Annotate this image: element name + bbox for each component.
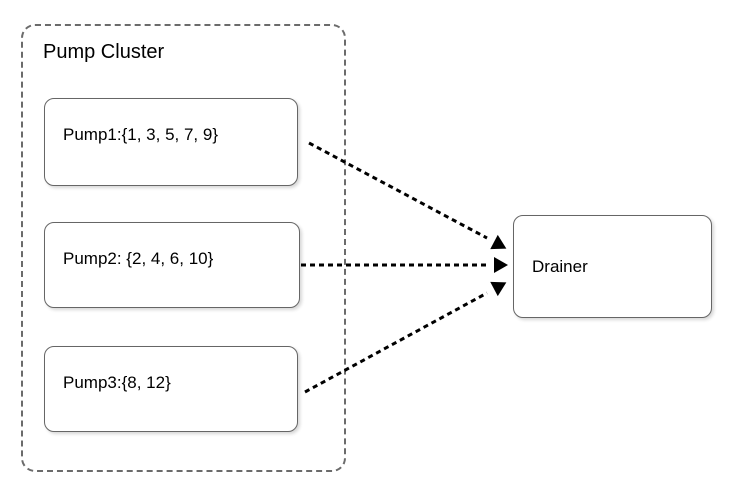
node-pump2[interactable]: Pump2: {2, 4, 6, 10} <box>44 222 300 308</box>
node-pump3[interactable]: Pump3:{8, 12} <box>44 346 298 432</box>
pump-cluster-title: Pump Cluster <box>43 41 165 63</box>
node-pump3-label: Pump3:{8, 12} <box>63 373 171 392</box>
pump-cluster-group <box>21 24 346 472</box>
node-drainer[interactable]: Drainer <box>513 215 712 318</box>
node-drainer-label: Drainer <box>532 256 588 276</box>
node-pump1[interactable]: Pump1:{1, 3, 5, 7, 9} <box>44 98 298 186</box>
node-pump1-label: Pump1:{1, 3, 5, 7, 9} <box>63 125 219 144</box>
node-pump2-label: Pump2: {2, 4, 6, 10} <box>63 249 214 268</box>
